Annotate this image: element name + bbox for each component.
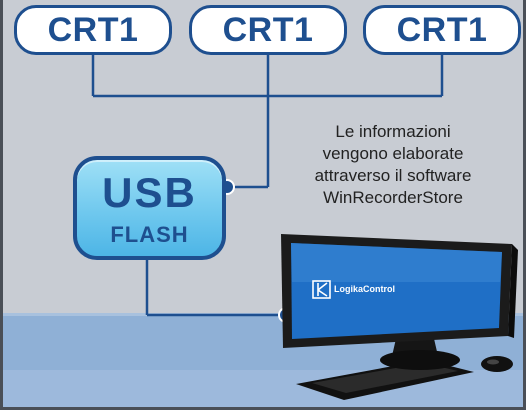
info-line-3: attraverso il software — [314, 166, 472, 185]
logo-k-stroke — [317, 282, 328, 297]
mouse-highlight — [487, 359, 499, 365]
logikacontrol-logo-mark — [312, 280, 331, 299]
computer-illustration — [281, 234, 518, 400]
usb-title: USB — [102, 169, 197, 216]
monitor-side — [508, 244, 518, 338]
monitor-stand-base — [380, 350, 460, 370]
info-line-2: vengono elaborate — [322, 144, 464, 163]
usb-subtitle: FLASH — [110, 222, 189, 247]
crt-node-2: CRT1 — [189, 5, 347, 55]
crt-node-1: CRT1 — [14, 5, 172, 55]
crt-node-3: CRT1 — [363, 5, 521, 55]
monitor-brand-label: LogikaControl — [334, 284, 395, 294]
mouse — [481, 356, 513, 372]
usb-flash-node: USB FLASH — [73, 156, 226, 260]
connector-lines — [91, 55, 444, 317]
keyboard-keys — [312, 363, 458, 393]
screen-glare — [291, 243, 502, 282]
info-line-4: WinRecorderStore — [323, 188, 463, 207]
info-line-1: Le informazioni — [335, 122, 451, 141]
info-caption: Le informazioni vengono elaborate attrav… — [282, 121, 504, 209]
